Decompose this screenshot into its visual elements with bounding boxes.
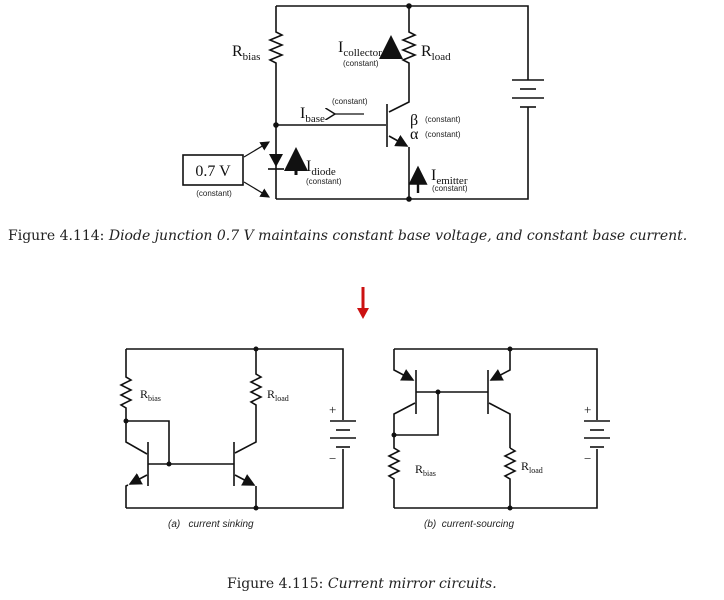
- plus-label: +: [584, 402, 591, 417]
- i-base-label: Ibase: [300, 105, 325, 125]
- r-load-label: Rload: [267, 387, 289, 403]
- down-arrow-icon: [357, 287, 369, 319]
- npn-transistor-icon: [125, 421, 149, 508]
- figure-4-114-circuit: Rbias Rload Icollector (constant) Ibase …: [182, 3, 544, 202]
- bottom-wire: [276, 107, 529, 200]
- caption-text: Diode junction 0.7 V maintains constant …: [108, 228, 688, 244]
- r-bias-label: Rbias: [415, 462, 436, 478]
- alpha-label: α: [410, 126, 419, 143]
- collector-base-link: [126, 420, 170, 464]
- subfigure-a-caption: (a) current sinking: [168, 519, 254, 530]
- voltage-box-label: 0.7 V: [195, 163, 231, 180]
- bottom-wire: [126, 449, 344, 509]
- subfigure-b-caption: (b) current-sourcing: [424, 519, 514, 530]
- i-base-constant: (constant): [332, 97, 368, 106]
- bottom-wire: [394, 449, 598, 509]
- i-diode-label: Idiode: [306, 158, 336, 178]
- minus-label: −: [329, 451, 336, 466]
- beta-constant: (constant): [425, 115, 461, 124]
- diode-icon: [268, 154, 284, 170]
- npn-transistor-icon: [386, 104, 410, 199]
- r-bias-resistor: [119, 349, 133, 420]
- figure-4-115-caption: Figure 4.115: Current mirror circuits.: [227, 576, 497, 592]
- r-load-resistor: [388, 6, 418, 113]
- caption-prefix: Figure 4.114:: [8, 228, 105, 244]
- top-wire: [394, 348, 598, 420]
- top-wire: [126, 348, 344, 420]
- voltage-box: [182, 154, 244, 186]
- alpha-constant: (constant): [425, 130, 461, 139]
- r-load-label: Rload: [521, 459, 543, 475]
- i-emitter-constant: (constant): [432, 184, 468, 193]
- figure-4-114-caption: Figure 4.114: Diode junction 0.7 V maint…: [8, 228, 687, 244]
- battery-icon: [512, 79, 544, 108]
- npn-transistor-icon: [233, 442, 257, 508]
- r-bias-label: Rbias: [140, 387, 161, 403]
- r-bias-resistor: [267, 6, 285, 199]
- i-diode-constant: (constant): [306, 177, 342, 186]
- beta-label: β: [410, 112, 418, 129]
- r-load-label: Rload: [421, 43, 451, 63]
- top-wire: [276, 5, 529, 80]
- current-sourcing-circuit: + − Rbias Rload (b) current-sourcing: [387, 346, 610, 530]
- caption-text: Current mirror circuits.: [327, 576, 497, 592]
- plus-label: +: [329, 402, 336, 417]
- pnp-transistor-icon: [487, 349, 511, 448]
- pointer-arrow-icon: [243, 141, 271, 158]
- i-collector-label: Icollector: [338, 39, 382, 59]
- minus-label: −: [584, 451, 591, 466]
- pnp-transistor-icon: [393, 349, 417, 435]
- battery-icon: [584, 420, 610, 448]
- i-emitter-label: Iemitter: [431, 167, 468, 187]
- i-collector-constant: (constant): [343, 59, 379, 68]
- pointer-arrow-icon: [243, 181, 271, 198]
- caption-prefix: Figure 4.115:: [227, 576, 324, 592]
- r-bias-label: Rbias: [232, 43, 260, 63]
- battery-icon: [330, 420, 356, 448]
- r-load-resistor: [503, 447, 517, 508]
- collector-base-link: [394, 392, 439, 436]
- r-load-resistor: [234, 349, 263, 454]
- voltage-constant: (constant): [196, 189, 232, 198]
- r-bias-resistor: [387, 435, 401, 508]
- current-sinking-circuit: + − Rbias Rload (a) current sinking: [119, 346, 356, 530]
